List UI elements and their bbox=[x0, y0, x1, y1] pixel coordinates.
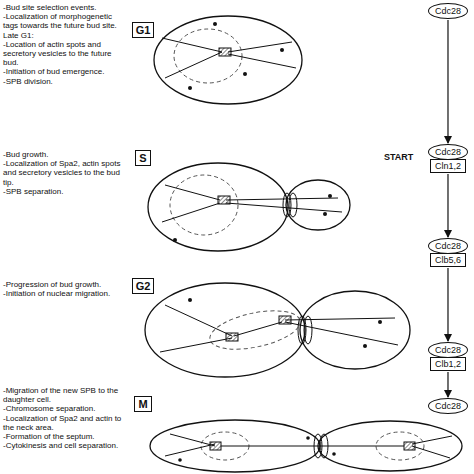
phase-label: G2 bbox=[132, 278, 155, 294]
note-text: -Cytokinesis and cell separation. bbox=[3, 441, 129, 450]
kinase-name: Cdc28 bbox=[428, 342, 468, 358]
phase-label: G1 bbox=[132, 22, 155, 38]
pathway-arrow bbox=[447, 174, 448, 237]
phase-notes: -Bud growth.-Localization of Spa2, actin… bbox=[3, 150, 129, 196]
phase-notes: -Progression of bud growth.-Initiation o… bbox=[3, 280, 129, 298]
pathway-arrow bbox=[447, 372, 448, 397]
cyclin-name: Cln1,2 bbox=[430, 159, 466, 173]
phase-box: G2 bbox=[132, 278, 155, 294]
note-text: -Localization of Spa2 and actin to the n… bbox=[3, 414, 129, 432]
note-text: -Bud site selection events. bbox=[3, 3, 129, 12]
cdk-complex: Cdc28Clb5,6 bbox=[428, 238, 468, 267]
note-text: -Initiation of bud emergence. bbox=[3, 67, 129, 76]
phase-notes: -Migration of the new SPB to the daughte… bbox=[3, 386, 129, 450]
phase-box: M bbox=[134, 396, 151, 412]
cyclin-name: Clb1,2 bbox=[430, 357, 466, 371]
phase-label: M bbox=[134, 396, 151, 412]
pathway-arrow bbox=[447, 20, 448, 143]
note-text: -SPB separation. bbox=[3, 187, 129, 196]
note-text: -Progression of bud growth. bbox=[3, 280, 129, 289]
phase-box: S bbox=[135, 150, 150, 166]
note-text: -Location of actin spots and secretory v… bbox=[3, 40, 129, 68]
note-text: -Localization of morphogenetic tags towa… bbox=[3, 12, 129, 30]
kinase-name: Cdc28 bbox=[428, 144, 468, 160]
phase-label: S bbox=[135, 150, 150, 166]
note-text: -Migration of the new SPB to the daughte… bbox=[3, 386, 129, 404]
kinase-name: Cdc28 bbox=[428, 3, 468, 19]
kinase-name: Cdc28 bbox=[428, 398, 468, 414]
note-text: -Initiation of nuclear migration. bbox=[3, 289, 129, 298]
kinase-name: Cdc28 bbox=[428, 238, 468, 254]
cyclin-name: Clb5,6 bbox=[430, 253, 466, 267]
note-text: -Chromosome separation. bbox=[3, 404, 129, 413]
note-text: -Localization of Spa2, actin spots and s… bbox=[3, 159, 129, 187]
phase-box: G1 bbox=[132, 22, 155, 38]
checkpoint-label: START bbox=[384, 152, 413, 162]
note-text: -SPB division. bbox=[3, 77, 129, 86]
cdk-complex: Cdc28 bbox=[428, 3, 468, 19]
note-text: -Formation of the septum. bbox=[3, 432, 129, 441]
pathway-arrow bbox=[447, 268, 448, 341]
phase-notes: -Bud site selection events.-Localization… bbox=[3, 3, 129, 86]
note-text: Late G1: bbox=[3, 31, 129, 40]
cdk-complex: Cdc28Clb1,2 bbox=[428, 342, 468, 371]
cdk-complex: Cdc28 bbox=[428, 398, 468, 414]
note-text: -Bud growth. bbox=[3, 150, 129, 159]
cdk-complex: Cdc28Cln1,2 bbox=[428, 144, 468, 173]
